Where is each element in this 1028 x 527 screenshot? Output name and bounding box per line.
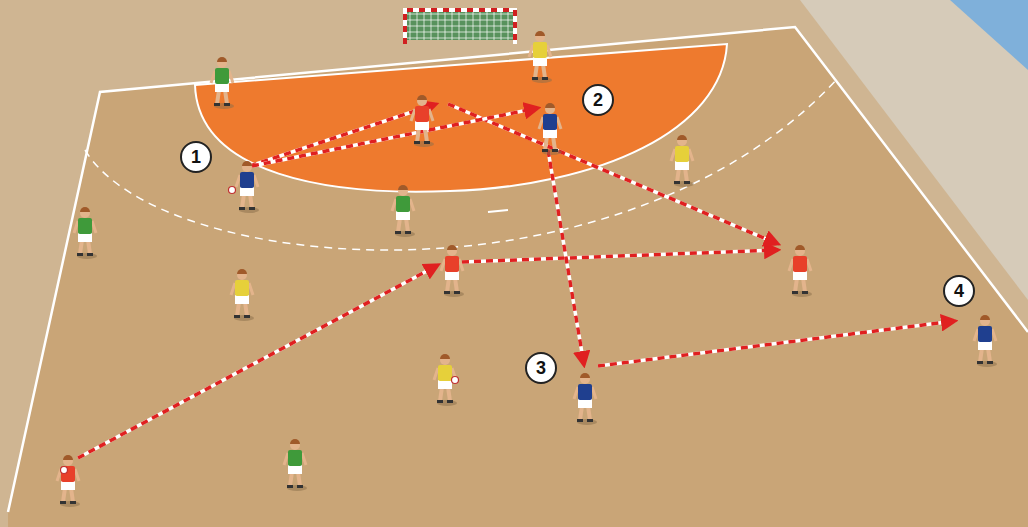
goal-area — [195, 44, 727, 192]
player — [974, 315, 997, 367]
callout-circle: 3 — [525, 352, 557, 384]
ball — [229, 187, 236, 194]
pass-arrow — [252, 108, 538, 166]
callout-circle: 1 — [180, 141, 212, 173]
court-floor — [8, 27, 1028, 527]
goal — [405, 10, 515, 44]
pass-arrow-base — [548, 150, 584, 365]
player — [231, 269, 254, 321]
player — [529, 31, 552, 83]
ball — [452, 377, 459, 384]
pass-arrow — [548, 150, 584, 365]
player — [74, 207, 97, 259]
pass-arrow — [448, 104, 778, 244]
player — [574, 373, 597, 425]
callout-number: 1 — [191, 148, 201, 166]
player — [57, 455, 80, 507]
player — [211, 57, 234, 109]
player — [441, 245, 464, 297]
player — [284, 439, 307, 491]
player — [392, 185, 415, 237]
pass-arrow-base — [462, 250, 778, 262]
pass-arrows — [78, 104, 955, 458]
court-line — [8, 27, 1028, 512]
pass-arrow-base — [598, 321, 955, 366]
pass-arrow — [598, 321, 955, 366]
player — [539, 103, 562, 155]
pass-arrow-base — [252, 108, 538, 166]
callout-circle: 2 — [582, 84, 614, 116]
pass-arrow — [78, 265, 438, 458]
player — [236, 161, 259, 213]
players — [57, 31, 997, 507]
free-throw-line — [85, 78, 838, 250]
player — [411, 95, 434, 147]
pass-arrow-base — [78, 265, 438, 458]
callout-number: 2 — [593, 91, 603, 109]
backdrop-corner — [950, 0, 1028, 70]
player — [671, 135, 694, 187]
pass-arrow — [462, 250, 778, 262]
callout-number: 3 — [536, 359, 546, 377]
pass-arrow-base — [448, 104, 778, 244]
callout-number: 4 — [954, 282, 964, 300]
callout-circle: 4 — [943, 275, 975, 307]
seven-metre-mark — [488, 210, 508, 212]
player — [789, 245, 812, 297]
ball — [61, 467, 68, 474]
